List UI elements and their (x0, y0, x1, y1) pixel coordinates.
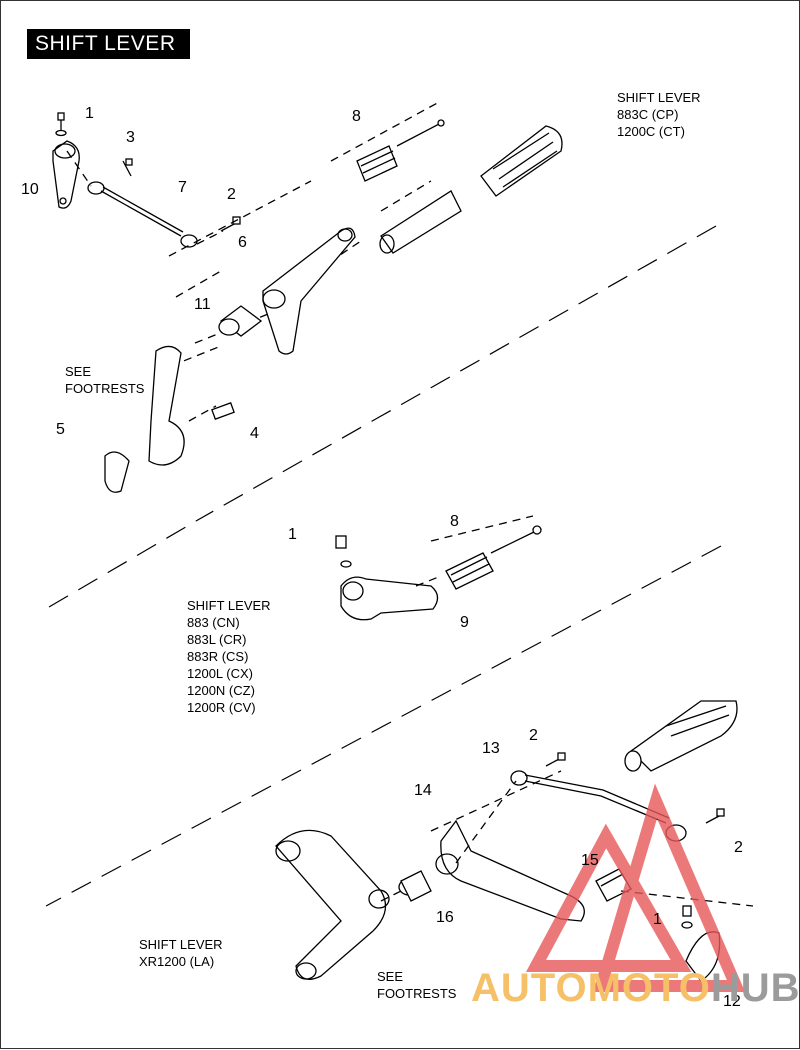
callout-13: 13 (482, 740, 500, 757)
model-heading: SHIFT LEVER (617, 90, 701, 105)
callout-11: 11 (194, 296, 211, 313)
part-5-bracket (104, 345, 185, 493)
assembly-lines-bottom (380, 770, 754, 907)
model-code: 1200L (CX) (187, 666, 253, 681)
callout-8: 8 (352, 108, 361, 125)
callout-4: 4 (250, 425, 259, 442)
model-list-top: SHIFT LEVER 883C (CP) 1200C (CT) (617, 89, 701, 140)
callout-2: 2 (227, 186, 236, 203)
model-code: 1200R (CV) (187, 700, 256, 715)
callout-8: 8 (450, 513, 459, 530)
callout-9: 9 (460, 614, 469, 631)
model-code: 883C (CP) (617, 107, 679, 122)
callout-6: 6 (238, 234, 247, 251)
part-10-lever-arm (52, 140, 80, 209)
page-title: SHIFT LEVER (27, 29, 190, 59)
callout-1: 1 (653, 911, 662, 928)
bracket-bottom (275, 829, 390, 980)
part-6-shift-lever (262, 227, 356, 355)
part-9-shift-lever (340, 576, 439, 621)
callout-7: 7 (178, 179, 187, 196)
model-code: 1200N (CZ) (187, 683, 255, 698)
model-heading: SHIFT LEVER (139, 937, 223, 952)
callout-2: 2 (734, 839, 743, 856)
model-code: 1200C (CT) (617, 124, 685, 139)
section-divider-lines (45, 225, 722, 907)
part-2-screw-top (220, 216, 241, 232)
model-heading: SHIFT LEVER (187, 598, 271, 613)
callout-3: 3 (126, 129, 135, 146)
shift-peg-top (379, 125, 563, 254)
part-1-bolt-top (55, 112, 67, 137)
model-list-bottom: SHIFT LEVER XR1200 (LA) (139, 936, 223, 970)
part-2-screw-bottom-right (705, 808, 725, 824)
part-8-spring-top (356, 119, 445, 182)
model-code: XR1200 (LA) (139, 954, 215, 969)
callout-1: 1 (288, 526, 297, 543)
watermark-logo-icon (525, 783, 746, 992)
callout-12: 12 (723, 993, 741, 1010)
part-4-bolt (211, 402, 235, 420)
model-list-middle: SHIFT LEVER 883 (CN) 883L (CR) 883R (CS)… (187, 597, 271, 716)
model-code: 883R (CS) (187, 649, 249, 664)
callout-1: 1 (85, 105, 94, 122)
part-1-bolt-middle (335, 535, 352, 568)
callout-15: 15 (581, 852, 599, 869)
footpeg-bottom (624, 700, 738, 772)
callout-14: 14 (414, 782, 432, 799)
part-1-bolt-bottom (681, 905, 693, 929)
callout-2: 2 (529, 727, 538, 744)
callout-10: 10 (21, 181, 39, 198)
watermark-text: AUTOMOTOHUB (471, 966, 800, 1010)
part-3-screw (122, 158, 133, 177)
part-8-spring-middle (445, 525, 542, 590)
model-code: 883 (CN) (187, 615, 240, 630)
callout-16: 16 (436, 909, 454, 926)
see-footrests-note-top: SEE FOOTRESTS (65, 364, 145, 396)
model-code: 883L (CR) (187, 632, 247, 647)
see-footrests-note-bottom: SEE FOOTRESTS (377, 969, 457, 1001)
callout-5: 5 (56, 421, 65, 438)
part-16-bushing (398, 870, 432, 902)
part-11-bushing (218, 305, 263, 337)
assembly-lines-middle (415, 515, 534, 587)
part-2-screw-bottom-left (545, 752, 566, 767)
